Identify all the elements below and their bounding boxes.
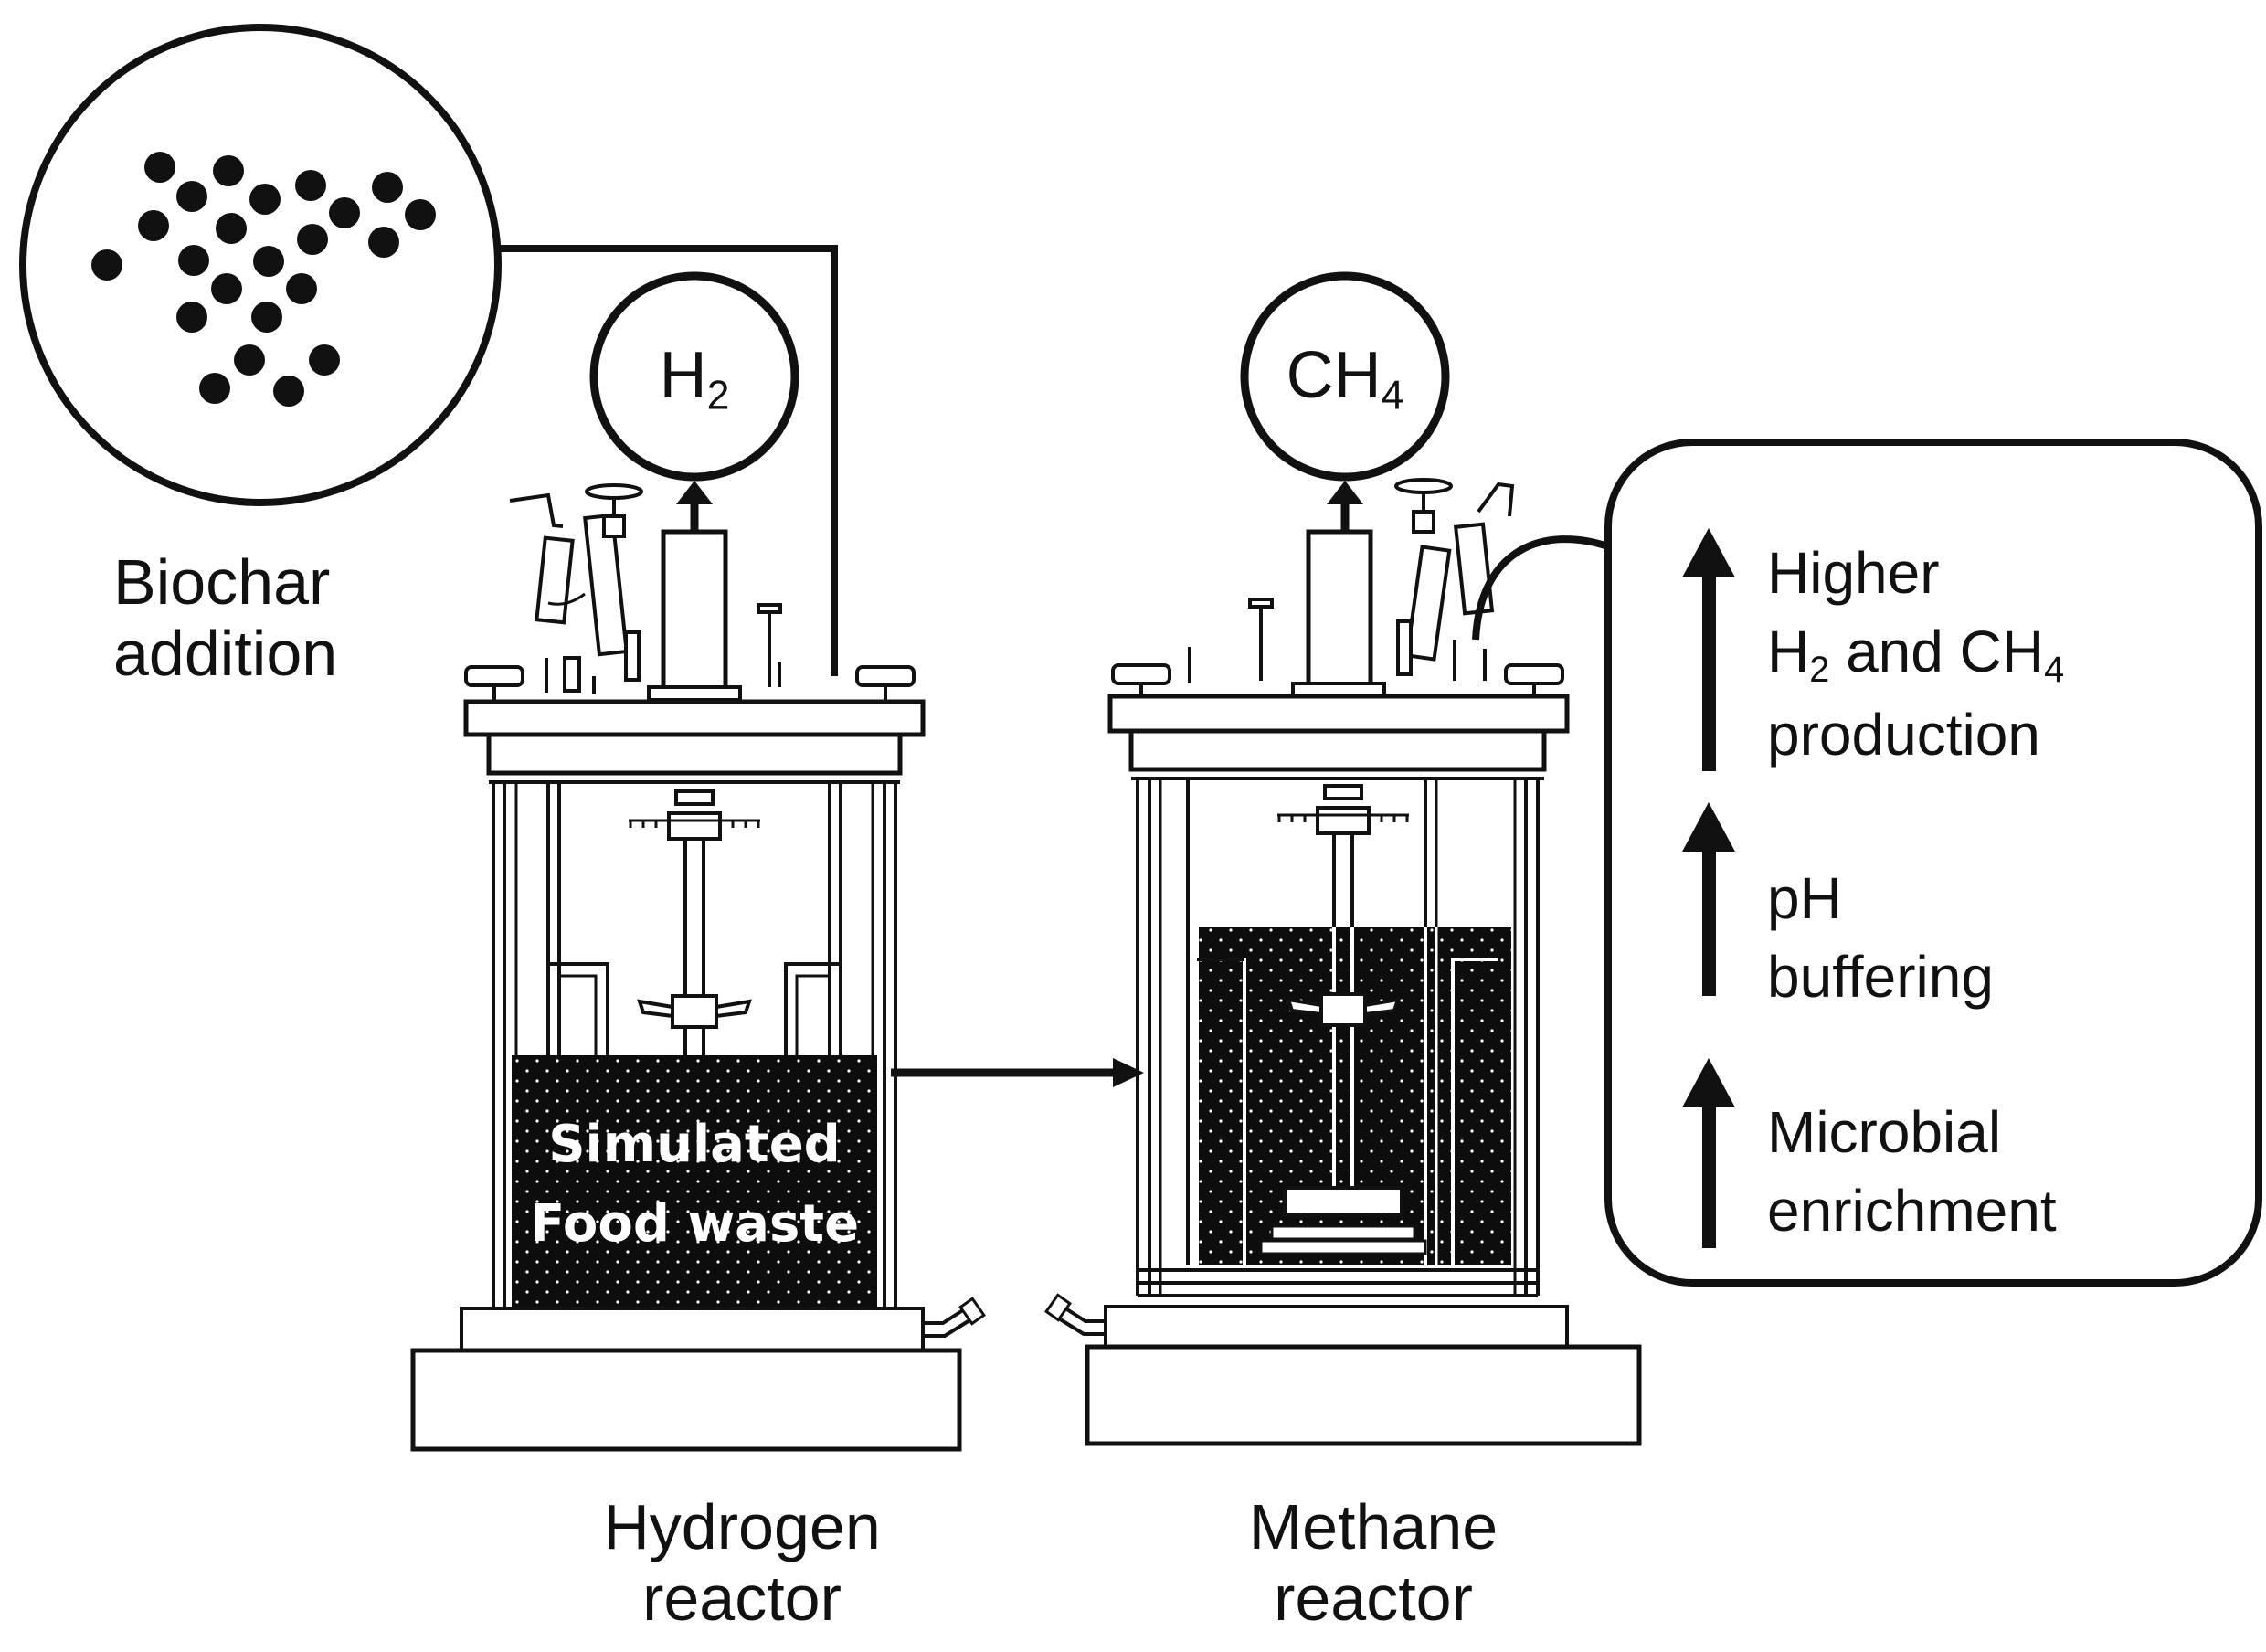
hydrogen-reactor-drawing [410, 271, 986, 1452]
biochar-addition-label: Biochar addition [113, 546, 338, 690]
increase-arrow-icons [1682, 528, 1735, 1248]
food-waste-label: Simulated Food waste [529, 1115, 860, 1254]
h2-gas-bubble [589, 271, 799, 482]
benefit-higher-production: Higher H2 and CH4 production [1767, 540, 2065, 768]
ch4-gas-bubble [1240, 271, 1450, 482]
benefit-ph-buffering: pH buffering [1767, 865, 1994, 1011]
ch4-gas-label: CH4 [1286, 339, 1404, 418]
benefit-microbial-enrichment: Microbial enrichment [1767, 1099, 2057, 1244]
hydrogen-reactor-label: Hydrogen reactor [603, 1491, 881, 1635]
benefits-connector [1472, 535, 1610, 641]
benefits-box [1604, 439, 2262, 1287]
food-waste-liquid [512, 1055, 877, 1307]
biochar-feed-line [498, 245, 838, 676]
biochar-magnifier [19, 24, 502, 506]
biochar-particles [91, 152, 436, 407]
h2-gas-label: H2 [659, 339, 730, 418]
methane-reactor-label: Methane reactor [1248, 1491, 1498, 1635]
methane-reactor-drawing [1044, 271, 1642, 1446]
